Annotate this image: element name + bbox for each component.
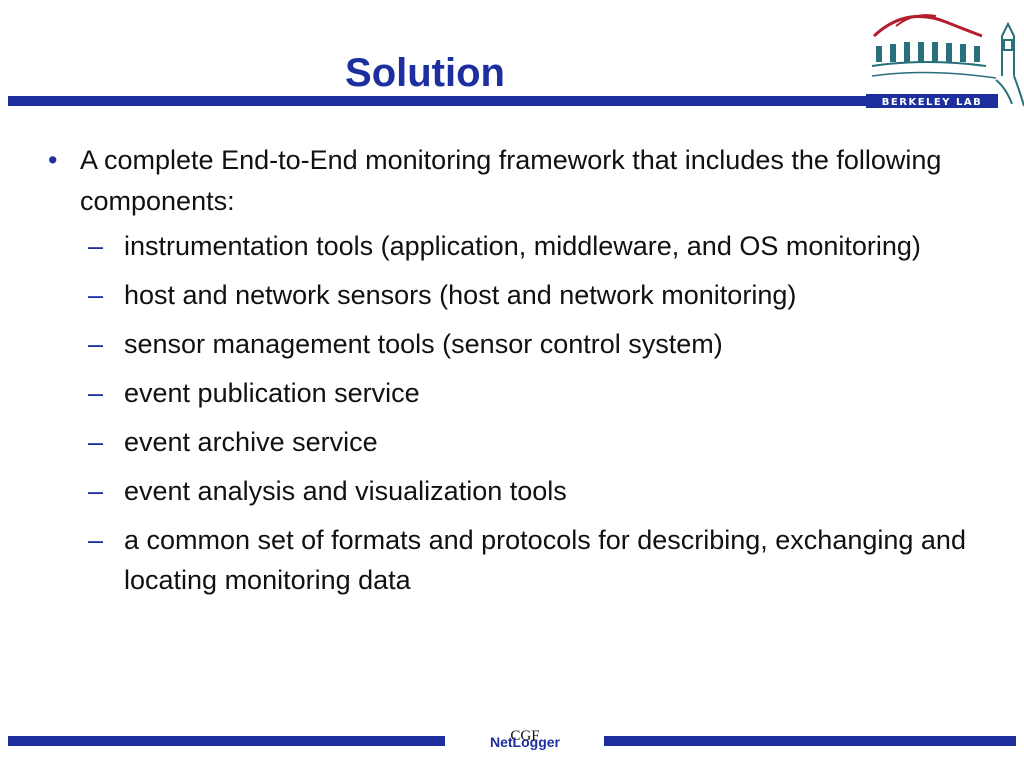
list-item: – host and network sensors (host and net… xyxy=(48,275,998,315)
title-divider-bar xyxy=(8,96,866,106)
sub-bullet-marker: – xyxy=(88,378,104,408)
footer-label: NetLogger xyxy=(490,734,560,750)
sub-bullet-text: host and network sensors (host and netwo… xyxy=(124,280,797,310)
footer-overlay-text: CGF xyxy=(510,728,540,744)
sub-bullet-marker: – xyxy=(88,427,104,457)
list-item: – sensor management tools (sensor contro… xyxy=(48,324,998,364)
slide-content: • A complete End-to-End monitoring frame… xyxy=(48,140,998,609)
list-item: – instrumentation tools (application, mi… xyxy=(48,226,998,266)
sub-bullet-text: event publication service xyxy=(124,378,420,408)
list-item: – event archive service xyxy=(48,422,998,462)
bullet-text: A complete End-to-End monitoring framewo… xyxy=(80,145,942,216)
sub-bullet-text: instrumentation tools (application, midd… xyxy=(124,231,921,261)
sub-bullet-text: event archive service xyxy=(124,427,378,457)
list-item: – event publication service xyxy=(48,373,998,413)
logo-text: BERKELEY LAB xyxy=(882,97,982,108)
footer-bar-left xyxy=(8,736,445,746)
sub-bullet-marker: – xyxy=(88,329,104,359)
berkeley-lab-logo-icon: BERKELEY LAB xyxy=(866,14,1024,108)
berkeley-lab-logo: BERKELEY LAB xyxy=(866,6,1024,110)
list-item: – a common set of formats and protocols … xyxy=(48,520,998,600)
sub-bullet-marker: – xyxy=(88,476,104,506)
list-item: • A complete End-to-End monitoring frame… xyxy=(48,140,998,222)
sub-bullet-marker: – xyxy=(88,525,104,555)
sub-bullet-text: event analysis and visualization tools xyxy=(124,476,567,506)
list-item: – event analysis and visualization tools xyxy=(48,471,998,511)
slide-title: Solution xyxy=(345,50,505,95)
sub-bullet-marker: – xyxy=(88,280,104,310)
bullet-marker: • xyxy=(48,145,58,175)
footer-bar-right xyxy=(604,736,1016,746)
sub-bullet-text: a common set of formats and protocols fo… xyxy=(124,525,966,595)
sub-bullet-text: sensor management tools (sensor control … xyxy=(124,329,723,359)
sub-bullet-marker: – xyxy=(88,231,104,261)
